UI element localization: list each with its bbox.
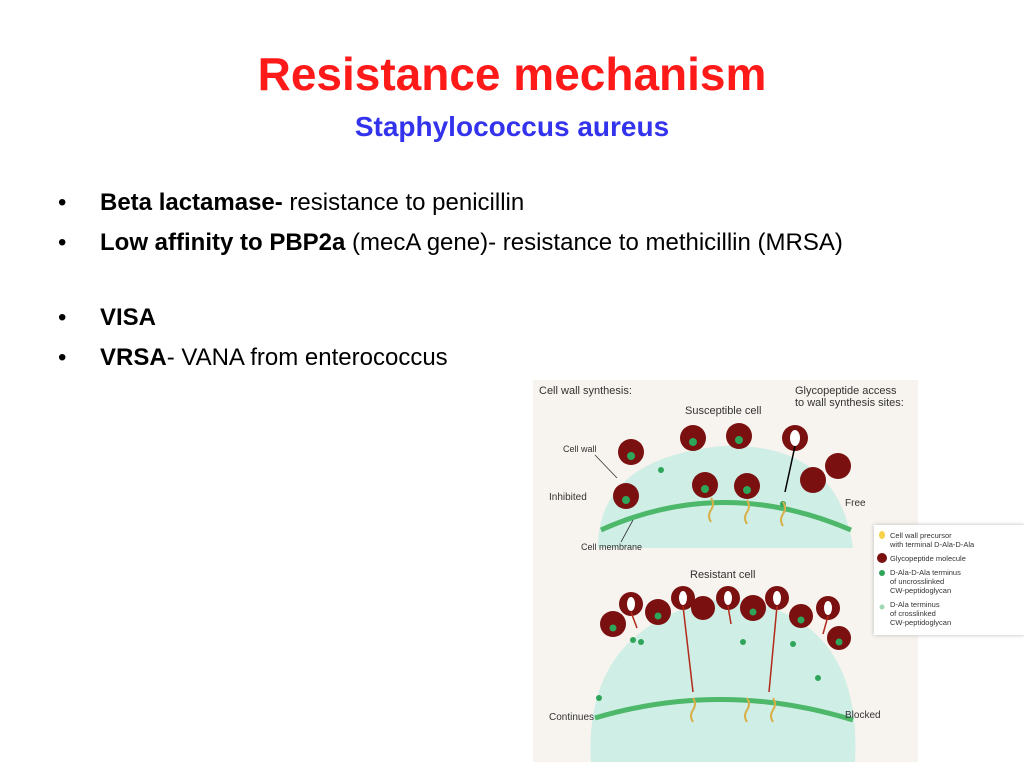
bullet-dot: • [58, 344, 67, 371]
precursor-icon [790, 430, 800, 446]
figure-svg: Cell wall synthesis: Glycopeptide access… [539, 385, 904, 762]
resistant-precursors [627, 591, 832, 615]
legend-item3-b: of uncrosslinked [890, 577, 944, 586]
terminus-legend-icon [879, 570, 885, 576]
resistant-termini [596, 608, 843, 701]
precursor-chain [744, 499, 750, 525]
cell-wall-pointer [594, 454, 618, 479]
free-label: Free [845, 498, 866, 509]
legend-item4-a: D-Ala terminus [890, 600, 940, 609]
bullet-text: (mecA gene)- resistance to methicillin (… [345, 229, 843, 256]
bullet-item: • Beta lactamase- resistance to penicilli… [58, 185, 918, 220]
susceptible-label: Susceptible cell [685, 405, 761, 417]
figure-header-right-1: Glycopeptide access [795, 385, 897, 397]
precursor-chain [770, 697, 776, 723]
precursor-chain [708, 497, 714, 523]
bullet-bold: Low affinity to PBP2a [100, 229, 346, 256]
precursor-chain [780, 501, 786, 527]
resistant-label: Resistant cell [690, 569, 755, 581]
bullet-item: • VRSA- VANA from enterococcus [58, 340, 918, 375]
resistant-arrows [630, 605, 829, 693]
legend-item3-a: D-Ala-D-Ala terminus [890, 568, 961, 577]
crosslinked-legend-icon [879, 604, 885, 610]
susceptible-membrane [599, 500, 852, 533]
cell-membrane-pointer [620, 519, 634, 543]
bullet-bold: Beta lactamase- [100, 189, 283, 216]
resistant-cytoplasm [590, 598, 856, 762]
legend-svg: Cell wall precursor with terminal D-Ala-… [877, 531, 975, 627]
bullet-item: • Low affinity to PBP2a (mecA gene)- resi… [58, 225, 918, 260]
legend-item1-b: with terminal D-Ala-D-Ala [889, 540, 975, 549]
legend-item1-a: Cell wall precursor [890, 531, 952, 540]
legend-item3-c: CW-peptidoglycan [890, 586, 951, 595]
bullet-dot: • [58, 189, 67, 216]
bullet-list: • Beta lactamase- resistance to penicilli… [58, 185, 918, 380]
cell-wall-figure: Cell wall synthesis: Glycopeptide access… [533, 380, 918, 762]
bullet-text: resistance to penicillin [282, 189, 525, 216]
legend-item4-b: of crosslinked [890, 609, 936, 618]
precursor-legend-icon [879, 531, 885, 539]
bullet-bold: VISA [100, 304, 157, 331]
susceptible-termini [622, 436, 786, 507]
figure-header-left: Cell wall synthesis: [539, 385, 632, 397]
precursor-chain [690, 697, 696, 723]
slide-subtitle: Staphylococcus aureus [354, 111, 670, 142]
bullet-text: - VANA from enterococcus [166, 344, 448, 371]
legend-item2: Glycopeptide molecule [890, 554, 966, 563]
bullet-item: • VISA [58, 300, 918, 335]
glycopeptide-legend-icon [877, 553, 887, 563]
cell-membrane-label: Cell membrane [581, 542, 642, 552]
continues-label: Continues [549, 712, 594, 723]
bullet-dot: • [58, 304, 67, 331]
precursor-chain [744, 697, 750, 723]
free-arrow [784, 445, 796, 493]
bullet-bold: VRSA [100, 344, 167, 371]
cell-wall-label: Cell wall [563, 444, 597, 454]
inhibited-label: Inhibited [549, 492, 587, 503]
resistant-membrane [594, 697, 854, 723]
slide-title: Resistance mechanism [257, 48, 767, 100]
figure-legend: Cell wall precursor with terminal D-Ala-… [874, 525, 1024, 635]
bullet-dot: • [58, 229, 67, 256]
figure-header-right-2: to wall synthesis sites: [795, 397, 904, 409]
blocked-label: Blocked [845, 710, 881, 721]
legend-item4-c: CW-peptidoglycan [890, 618, 951, 627]
